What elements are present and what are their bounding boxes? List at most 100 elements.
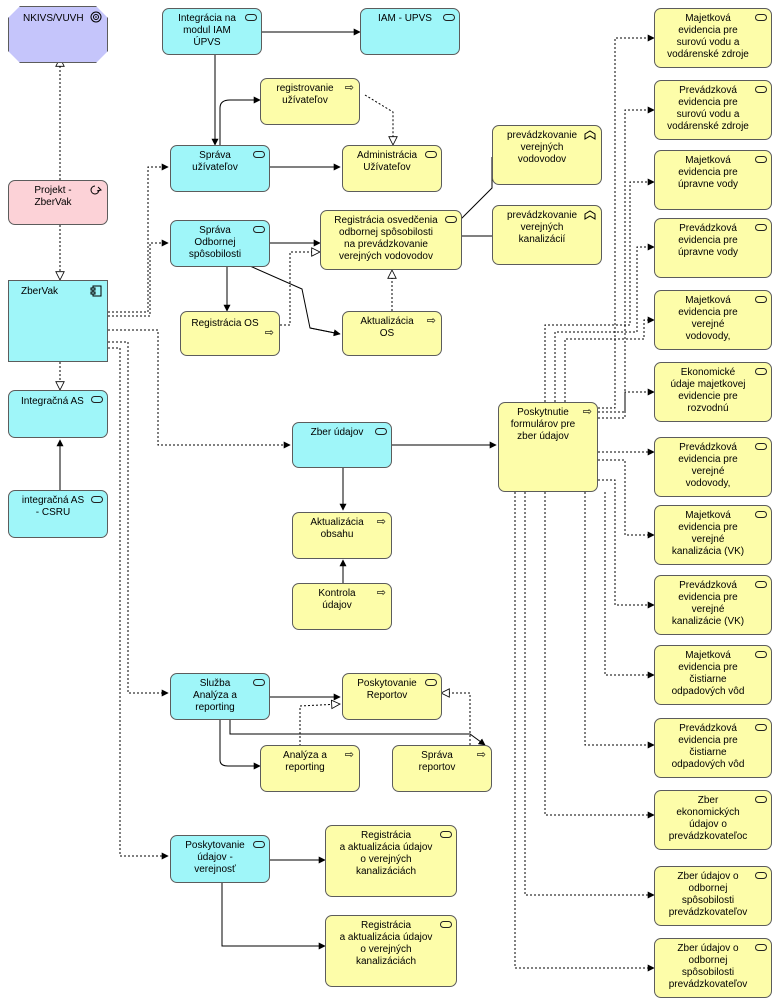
service-evidencia-item[interactable]: Majetková evidencia pre verejné vodovody… — [654, 290, 772, 350]
service-evidencia-item[interactable]: Prevádzková evidencia pre surovú vodu a … — [654, 80, 772, 140]
service-integracna-csru[interactable]: integračná AS - CSRU — [8, 490, 108, 538]
pill-icon — [755, 443, 767, 450]
service-label: Integračná AS — [21, 396, 84, 407]
service-label: Ekonomické údaje majetkovej evidencie pr… — [670, 367, 746, 414]
loop-arrow-icon — [90, 185, 102, 195]
service-label: Prevádzková evidencia pre úpravne vody — [677, 223, 739, 258]
pill-icon — [755, 86, 767, 93]
service-evidencia-item[interactable]: Majetková evidencia pre verejné kanalizá… — [654, 505, 772, 565]
pill-icon — [253, 679, 265, 686]
process-registrovanie[interactable]: registrovanie užívateľov ⇨ — [260, 78, 360, 125]
service-label: Zber ekonomických údajov o prevádzkovate… — [668, 795, 748, 842]
function-prev-kanalizacii[interactable]: prevádzkovanie verejných kanalizácií — [492, 205, 602, 265]
service-poskytovanie-reportov[interactable]: Poskytovanie Reportov — [342, 673, 442, 720]
service-label: Administrácia Užívateľov — [356, 150, 418, 173]
pill-icon — [91, 496, 103, 503]
function-prev-vodovodov[interactable]: prevádzkovanie verejných vodovodov — [492, 125, 602, 185]
service-label: integračná AS - CSRU — [21, 495, 85, 518]
process-kontrola-udajov[interactable]: Kontrola údajov ⇨ — [292, 583, 392, 630]
pill-icon — [445, 216, 457, 223]
service-evidencia-item[interactable]: Prevádzková evidencia pre úpravne vody — [654, 218, 772, 278]
service-label: Správa Odbornej spôsobilosti — [188, 225, 242, 260]
work-package-projekt[interactable]: Projekt - ZberVak — [8, 180, 108, 225]
pill-icon — [755, 296, 767, 303]
service-evidencia-item[interactable]: Prevádzková evidencia pre verejné vodovo… — [654, 437, 772, 497]
pill-icon — [755, 796, 767, 803]
component-label: ZberVak — [21, 286, 59, 297]
arrow-icon: ⇨ — [344, 749, 354, 761]
service-label: Služba Analýza a reporting — [193, 678, 237, 713]
arrow-icon: ⇨ — [582, 406, 592, 418]
service-evidencia-item[interactable]: Prevádzková evidencia pre verejné kanali… — [654, 575, 772, 635]
pill-icon — [253, 151, 265, 158]
process-sprava-reportov[interactable]: Správa reportov ⇨ — [392, 745, 492, 792]
pill-icon — [755, 224, 767, 231]
service-label: Zber údajov — [310, 427, 364, 438]
service-sprava-os[interactable]: Správa Odbornej spôsobilosti — [170, 220, 270, 267]
stakeholder-label: NKIVS/VUVH — [23, 13, 84, 24]
pill-icon — [425, 151, 437, 158]
service-administracia[interactable]: Administrácia Užívateľov — [342, 145, 442, 192]
service-label: IAM - UPVS — [378, 13, 432, 24]
component-zbervak[interactable]: ZberVak — [8, 280, 108, 362]
arrow-icon: ⇨ — [344, 82, 354, 94]
process-label: Analýza a reporting — [283, 750, 327, 773]
process-analyza-reporting[interactable]: Analýza a reporting ⇨ — [260, 745, 360, 792]
service-evidencia-item[interactable]: Zber údajov o odbornej spôsobilosti prev… — [654, 938, 772, 998]
chevron-up-icon — [584, 130, 596, 140]
arrow-icon: ⇨ — [426, 315, 436, 327]
service-label: Majetková evidencia pre surovú vodu a vo… — [667, 13, 749, 60]
process-label: Registrácia OS — [191, 318, 259, 329]
service-evidencia-item[interactable]: Majetková evidencia pre surovú vodu a vo… — [654, 8, 772, 68]
service-evidencia-item[interactable]: Zber údajov o odbornej spôsobilosti prev… — [654, 866, 772, 926]
service-integracia-iam[interactable]: Integrácia na modul IAM ÚPVS — [162, 8, 262, 55]
service-registracia-osvedcenia[interactable]: Registrácia osvedčenia odbornej spôsobil… — [320, 210, 462, 270]
function-label: prevádzkovanie verejných vodovodov — [506, 130, 578, 165]
process-label: Poskytnutie formulárov pre zber údajov — [510, 407, 576, 442]
arrow-icon: ⇨ — [376, 516, 386, 528]
process-aktualizacia-os[interactable]: Aktualizácia OS ⇨ — [342, 311, 442, 356]
service-label: Prevádzková evidencia pre verejné vodovo… — [678, 442, 738, 489]
pill-icon — [245, 14, 257, 21]
arrow-icon: ⇨ — [376, 587, 386, 599]
service-registracia-kanalizacii-2[interactable]: Registrácia a aktualizácia údajov o vere… — [325, 915, 457, 987]
component-icon — [90, 285, 102, 297]
service-iam-upvs[interactable]: IAM - UPVS — [360, 8, 460, 55]
service-label: Správa užívateľov — [192, 150, 238, 173]
service-evidencia-item[interactable]: Majetková evidencia pre úpravne vody — [654, 150, 772, 210]
pill-icon — [253, 226, 265, 233]
service-label: Majetková evidencia pre úpravne vody — [677, 155, 739, 190]
service-registracia-kanalizacii-1[interactable]: Registrácia a aktualizácia údajov o vere… — [325, 825, 457, 897]
service-sprava-uzivatelov[interactable]: Správa užívateľov — [170, 145, 270, 192]
service-evidencia-item[interactable]: Ekonomické údaje majetkovej evidencie pr… — [654, 362, 772, 422]
pill-icon — [425, 679, 437, 686]
service-label: Registrácia osvedčenia odbornej spôsobil… — [334, 215, 438, 262]
service-label: Poskytovanie údajov - verejnosť — [185, 840, 245, 875]
process-registracia-os[interactable]: Registrácia OS ⇨ — [180, 311, 280, 356]
service-label: Registrácia a aktualizácia údajov o vere… — [339, 830, 433, 877]
process-poskytnutie-formularov[interactable]: Poskytnutie formulárov pre zber údajov ⇨ — [498, 402, 598, 492]
service-label: Prevádzková evidencia pre verejné kanali… — [671, 580, 745, 627]
service-evidencia-item[interactable]: Majetková evidencia pre čistiarne odpado… — [654, 645, 772, 705]
service-evidencia-item[interactable]: Zber ekonomických údajov o prevádzkovate… — [654, 790, 772, 850]
service-integracna-as[interactable]: Integračná AS — [8, 390, 108, 438]
process-label: Aktualizácia obsahu — [310, 517, 364, 540]
pill-icon — [755, 581, 767, 588]
pill-icon — [755, 14, 767, 21]
service-evidencia-item[interactable]: Prevádzková evidencia pre čistiarne odpa… — [654, 718, 772, 778]
pill-icon — [755, 651, 767, 658]
stakeholder-nkivs[interactable]: NKIVS/VUVH — [8, 6, 108, 63]
chevron-up-icon — [584, 210, 596, 220]
process-aktualizacia-obsahu[interactable]: Aktualizácia obsahu ⇨ — [292, 512, 392, 559]
process-label: Kontrola údajov — [318, 588, 356, 611]
pill-icon — [253, 841, 265, 848]
service-zber-udajov[interactable]: Zber údajov — [292, 422, 392, 468]
service-poskytovanie-verejnost[interactable]: Poskytovanie údajov - verejnosť — [170, 835, 270, 883]
pill-icon — [755, 872, 767, 879]
service-analyza-reporting[interactable]: Služba Analýza a reporting — [170, 673, 270, 720]
pill-icon — [755, 724, 767, 731]
pill-icon — [755, 511, 767, 518]
function-label: prevádzkovanie verejných kanalizácií — [506, 210, 578, 245]
